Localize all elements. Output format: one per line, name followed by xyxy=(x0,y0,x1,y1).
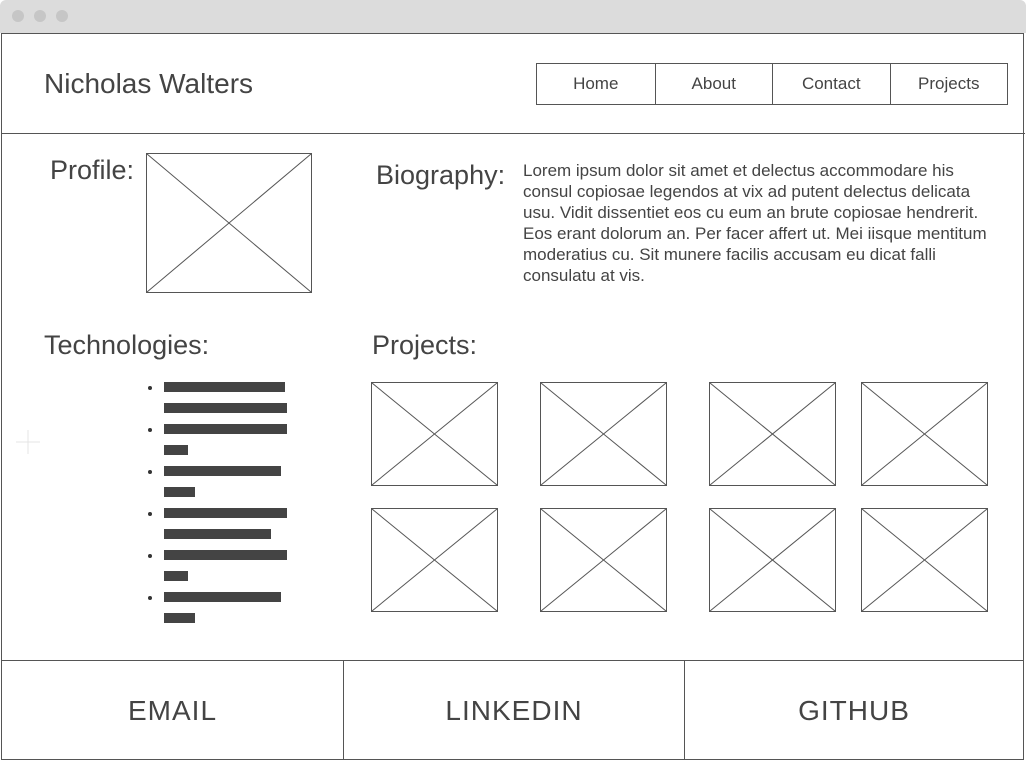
site-name: Nicholas Walters xyxy=(44,68,254,99)
list-item xyxy=(148,466,308,508)
project-thumbnail-4[interactable] xyxy=(861,382,988,486)
list-item xyxy=(148,382,308,424)
bullet-icon xyxy=(148,554,152,558)
list-item xyxy=(148,508,308,550)
profile-label: Profile: xyxy=(50,155,135,185)
window-maximize-dot[interactable] xyxy=(56,10,68,22)
profile-image-placeholder xyxy=(146,153,312,293)
page-frame: Nicholas Walters Home About Contact Proj… xyxy=(1,33,1025,760)
list-item xyxy=(148,424,308,466)
bullet-icon xyxy=(148,386,152,390)
bullet-icon xyxy=(148,512,152,516)
crossed-box-icon xyxy=(372,383,497,485)
project-thumbnail-3[interactable] xyxy=(709,382,836,486)
text-placeholder-bar xyxy=(164,445,188,455)
text-placeholder-bar xyxy=(164,571,188,581)
crosshair-icon xyxy=(16,430,40,454)
project-thumbnail-5[interactable] xyxy=(371,508,498,612)
project-thumbnail-8[interactable] xyxy=(861,508,988,612)
crossed-box-icon xyxy=(710,509,835,611)
site-footer: EMAIL LINKEDIN GITHUB xyxy=(2,660,1023,760)
nav-projects[interactable]: Projects xyxy=(889,64,1008,104)
text-placeholder-bar xyxy=(164,466,281,476)
projects-label: Projects: xyxy=(372,330,478,360)
footer-linkedin-link[interactable]: LINKEDIN xyxy=(343,661,684,760)
nav-about[interactable]: About xyxy=(654,64,773,104)
project-thumbnail-7[interactable] xyxy=(709,508,836,612)
window-minimize-dot[interactable] xyxy=(34,10,46,22)
window-close-dot[interactable] xyxy=(12,10,24,22)
site-header: Nicholas Walters Home About Contact Proj… xyxy=(2,34,1025,134)
crossed-box-icon xyxy=(147,154,311,292)
crossed-box-icon xyxy=(862,383,987,485)
list-item xyxy=(148,550,308,592)
text-placeholder-bar xyxy=(164,550,287,560)
bullet-icon xyxy=(148,428,152,432)
text-placeholder-bar xyxy=(164,529,271,539)
footer-github-link[interactable]: GITHUB xyxy=(684,661,1023,760)
text-placeholder-bar xyxy=(164,613,195,623)
project-thumbnail-6[interactable] xyxy=(540,508,667,612)
technologies-label: Technologies: xyxy=(44,330,210,360)
list-item xyxy=(148,592,308,634)
crossed-box-icon xyxy=(710,383,835,485)
text-placeholder-bar xyxy=(164,592,281,602)
bullet-icon xyxy=(148,470,152,474)
crossed-box-icon xyxy=(862,509,987,611)
text-placeholder-bar xyxy=(164,508,287,518)
text-placeholder-bar xyxy=(164,382,285,392)
crossed-box-icon xyxy=(541,509,666,611)
text-placeholder-bar xyxy=(164,424,287,434)
project-thumbnail-1[interactable] xyxy=(371,382,498,486)
project-thumbnail-2[interactable] xyxy=(540,382,667,486)
crossed-box-icon xyxy=(372,509,497,611)
text-placeholder-bar xyxy=(164,487,195,497)
nav-contact[interactable]: Contact xyxy=(772,64,890,104)
nav-home[interactable]: Home xyxy=(573,74,619,93)
window-titlebar xyxy=(0,0,1026,33)
bullet-icon xyxy=(148,596,152,600)
biography-text: Lorem ipsum dolor sit amet et delectus a… xyxy=(523,161,987,285)
crossed-box-icon xyxy=(541,383,666,485)
text-placeholder-bar xyxy=(164,403,287,413)
biography-label: Biography: xyxy=(376,160,506,190)
technologies-list xyxy=(148,382,308,634)
footer-email-link[interactable]: EMAIL xyxy=(127,694,218,726)
main-nav: Home About Contact Projects xyxy=(536,63,1008,105)
